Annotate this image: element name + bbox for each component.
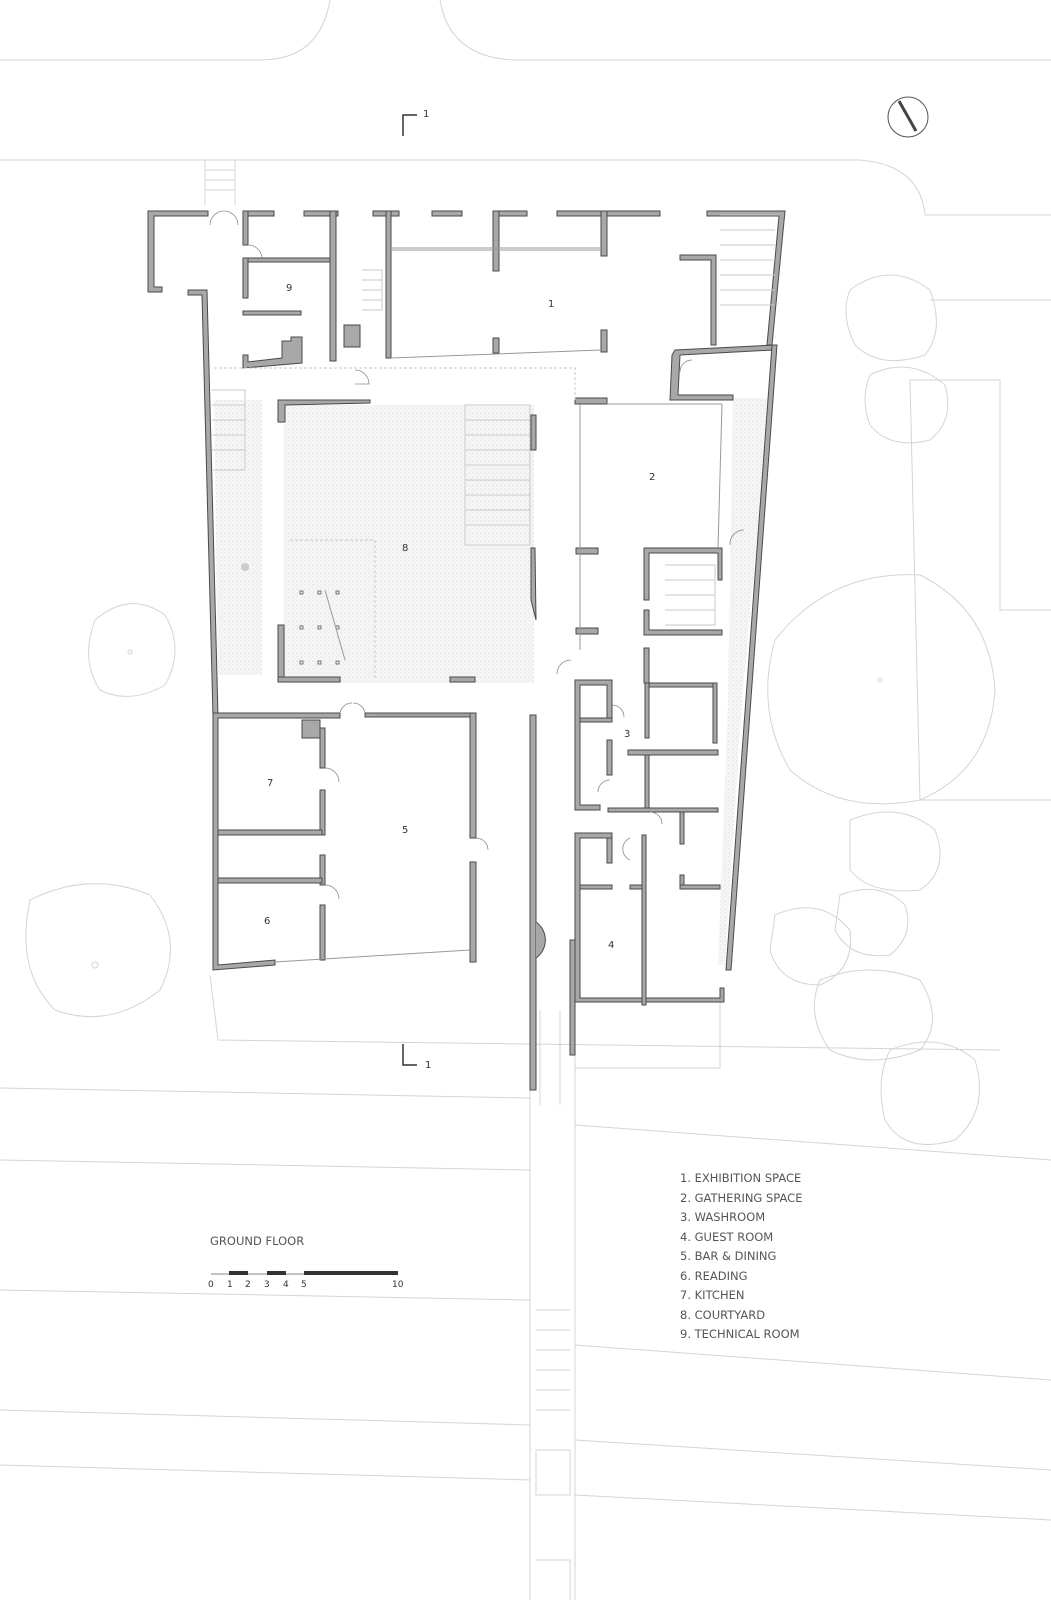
room-label-4: 4: [608, 940, 614, 951]
legend-item: 6. READING: [680, 1269, 748, 1283]
legend-item: 5. BAR & DINING: [680, 1249, 776, 1263]
legend-item: 4. GUEST ROOM: [680, 1230, 773, 1244]
room-label-7: 7: [267, 778, 273, 789]
section-marker-label: 1: [425, 1060, 431, 1071]
room-label-9: 9: [286, 283, 292, 294]
legend-item: 8. COURTYARD: [680, 1308, 765, 1322]
legend-item: 3. WASHROOM: [680, 1210, 765, 1224]
scale-bar: 0 1 2 3 4 5 10: [208, 1271, 404, 1290]
section-marker-top: 1: [402, 109, 429, 136]
trees: [25, 274, 996, 1145]
scale-tick-label: 0: [208, 1280, 214, 1290]
section-marker-label: 1: [423, 109, 429, 120]
legend-item: 2. GATHERING SPACE: [680, 1191, 802, 1205]
walls: [147, 210, 786, 1091]
scale-tick-label: 5: [301, 1280, 307, 1290]
room-label-6: 6: [264, 916, 270, 927]
room-label-5: 5: [402, 825, 408, 836]
drawing-title: GROUND FLOOR: [210, 1234, 304, 1248]
room-label-3: 3: [624, 729, 630, 740]
legend-item: 1. EXHIBITION SPACE: [680, 1171, 801, 1185]
room-label-1: 1: [548, 299, 554, 310]
room-label-8: 8: [402, 543, 408, 554]
scale-tick-label: 1: [227, 1280, 233, 1290]
scale-tick-label: 3: [264, 1280, 270, 1290]
room-label-2: 2: [649, 472, 655, 483]
north-arrow-icon: [887, 96, 929, 138]
scale-tick-label: 4: [283, 1280, 289, 1290]
legend-item: 9. TECHNICAL ROOM: [680, 1327, 800, 1341]
legend: 1. EXHIBITION SPACE 2. GATHERING SPACE 3…: [680, 1171, 802, 1341]
scale-tick-label: 2: [245, 1280, 251, 1290]
legend-item: 7. KITCHEN: [680, 1288, 744, 1302]
scale-tick-label: 10: [392, 1280, 404, 1290]
courtyard-paving: [214, 398, 770, 965]
room-labels: 1 2 3 4 5 6 7 8 9: [264, 283, 655, 951]
glazing-and-doors: [209, 210, 780, 963]
section-marker-bottom: 1: [402, 1044, 431, 1071]
